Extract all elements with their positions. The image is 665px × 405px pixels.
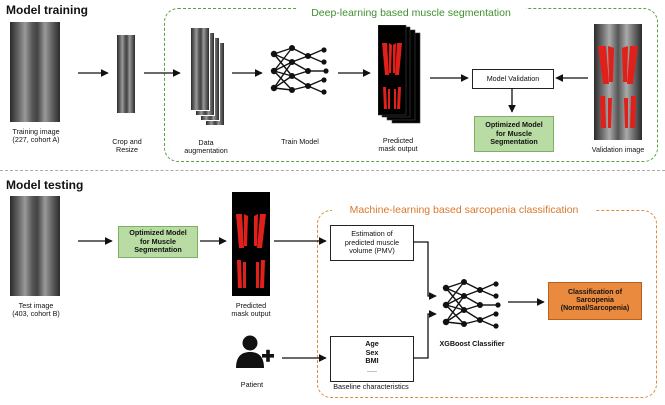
augmentation-label: Data augmentation: [184, 138, 228, 156]
test-image-label: Test image (403, cohort B): [12, 301, 60, 319]
section-title-testing: Model testing: [6, 178, 84, 192]
model-validation-box: Model Validation: [472, 69, 554, 89]
validation-image-label: Validation image: [591, 145, 645, 154]
baseline-item-age: Age: [365, 339, 379, 348]
test-image: [10, 196, 60, 296]
cropped-image: [117, 35, 135, 113]
classification-group-title: Machine-learning based sarcopenia classi…: [332, 200, 596, 218]
optimized-model-box-training: Optimized Model for Muscle Segmentation: [474, 116, 554, 152]
baseline-box: Age Sex BMI .....: [330, 336, 414, 382]
baseline-item-more: .....: [367, 364, 377, 374]
baseline-item-sex: Sex: [365, 347, 379, 357]
baseline-item-bmi: BMI: [365, 356, 379, 366]
segmentation-group-title: Deep-learning based muscle segmentation: [296, 3, 526, 21]
xgboost-network-icon: [442, 279, 501, 329]
baseline-label: Baseline characteristics: [333, 382, 409, 391]
patient-label: Patient: [240, 380, 264, 389]
crop-label: Crop and Resize: [112, 137, 142, 155]
predicted-mask-testing-label: Predicted mask output: [231, 301, 271, 319]
pmv-estimation-box: Estimation of predicted muscle volume (P…: [330, 225, 414, 261]
validation-image: [594, 24, 642, 140]
train-model-label: Train Model: [281, 137, 319, 146]
augmented-image-1: [190, 27, 210, 111]
predicted-mask-testing: [232, 192, 270, 296]
xgboost-label: XGBoost Classifier: [439, 339, 505, 348]
neural-network-icon: [270, 45, 329, 95]
training-image-label: Training image (227, cohort A): [12, 127, 60, 145]
optimized-model-box-testing: Optimized Model for Muscle Segmentation: [118, 226, 198, 258]
patient-add-icon: [236, 335, 274, 368]
training-image: [10, 22, 60, 122]
section-title-training: Model training: [6, 3, 88, 17]
section-divider: [0, 170, 665, 171]
predicted-mask-stack: [378, 25, 421, 124]
predicted-mask-label: Predicted mask output: [378, 136, 418, 154]
classification-result-box: Classification of Sarcopenia (Normal/Sar…: [548, 282, 642, 320]
